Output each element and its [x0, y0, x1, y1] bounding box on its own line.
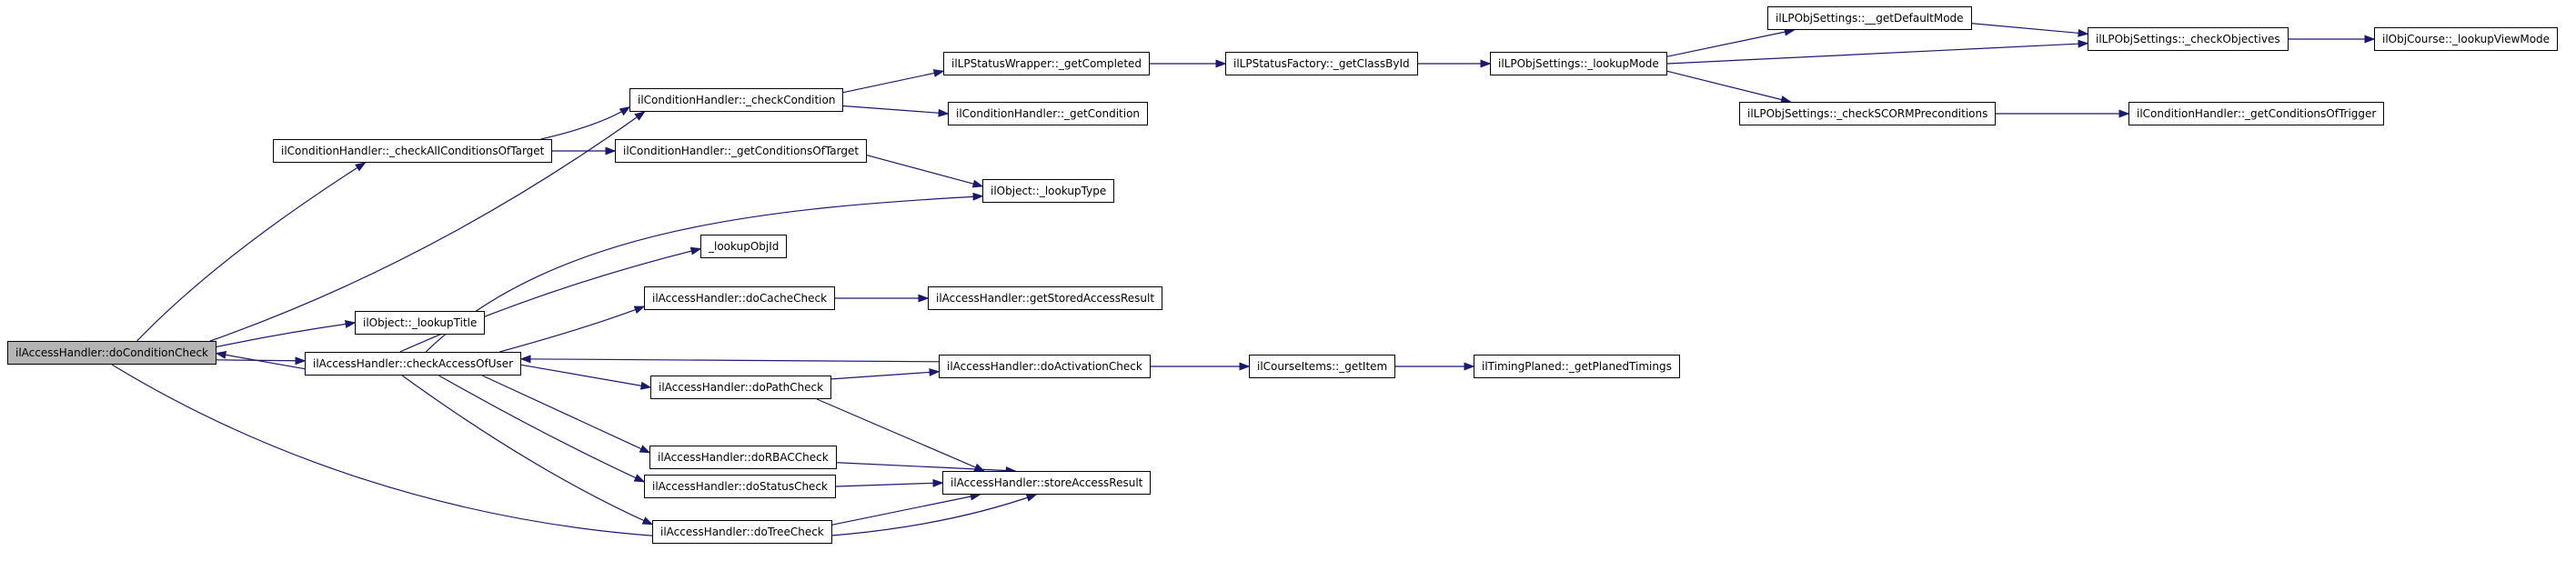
graph-node-gcond[interactable]: ilConditionHandler::_getCondition: [948, 102, 1149, 125]
graph-node-gdm[interactable]: ilLPObjSettings::__getDefaultMode: [1767, 6, 1972, 30]
edge-gdm-co: [1971, 23, 2089, 37]
graph-node-dcc[interactable]: ilAccessHandler::doConditionCheck: [7, 341, 217, 365]
graph-node-lt[interactable]: ilObject::_lookupType: [982, 179, 1115, 203]
graph-node-loi[interactable]: _lookupObjId: [700, 235, 788, 258]
edge-dcc-cc: [209, 111, 646, 342]
edge-rbac-store: [836, 462, 1017, 475]
graph-node-gcbi[interactable]: ilLPStatusFactory::_getClassById: [1225, 52, 1418, 75]
edge-status-store: [835, 478, 944, 487]
edge-dcc-store: [111, 364, 1038, 540]
graph-node-cache[interactable]: ilAccessHandler::doCacheCheck: [644, 286, 836, 310]
edge-cc-gcond: [842, 105, 950, 117]
edge-act-cau: [519, 355, 940, 364]
graph-node-gct[interactable]: ilConditionHandler::_getConditionsOfTrig…: [2128, 102, 2385, 125]
graph-node-tree[interactable]: ilAccessHandler::doTreeCheck: [652, 520, 832, 544]
graph-node-cact[interactable]: ilConditionHandler::_checkAllConditionsO…: [273, 139, 553, 163]
edge-lm-scorm: [1666, 70, 1792, 104]
graph-node-scorm[interactable]: ilLPObjSettings::_checkSCORMPrecondition…: [1739, 102, 1997, 125]
edge-cc-gcomp: [842, 69, 945, 94]
edge-cau-dcc: [215, 350, 306, 370]
edge-tree-store: [831, 492, 981, 526]
graph-node-rbac[interactable]: ilAccessHandler::doRBACCheck: [649, 446, 837, 469]
edge-cau-cache: [499, 306, 646, 353]
edge-lm-co: [1666, 39, 2089, 65]
edge-cau-loi: [399, 246, 702, 353]
graph-node-gsar[interactable]: ilAccessHandler::getStoredAccessResult: [928, 286, 1163, 310]
graph-node-cc[interactable]: ilConditionHandler::_checkCondition: [629, 88, 844, 112]
edge-cau-rbac: [481, 375, 651, 454]
graph-node-act[interactable]: ilAccessHandler::doActivationCheck: [939, 355, 1151, 378]
graph-node-lvm[interactable]: ilObjCourse::_lookupViewMode: [2374, 27, 2559, 51]
graph-node-lm[interactable]: ilLPObjSettings::_lookupMode: [1490, 52, 1667, 75]
edge-path-store: [816, 398, 986, 472]
graph-node-plan[interactable]: ilTimingPlaned::_getPlanedTimings: [1474, 355, 1680, 378]
edge-cau-status: [438, 375, 646, 483]
edge-cau-tree: [401, 375, 654, 526]
graph-node-status[interactable]: ilAccessHandler::doStatusCheck: [644, 475, 836, 498]
edge-cau-lt: [425, 192, 984, 353]
edge-cau-path: [520, 364, 652, 390]
graph-node-ltit[interactable]: ilObject::_lookupTitle: [355, 311, 486, 335]
graph-node-co[interactable]: ilLPObjSettings::_checkObjectives: [2088, 27, 2289, 51]
graph-node-gcot[interactable]: ilConditionHandler::_getConditionsOfTarg…: [615, 139, 868, 163]
edge-dcc-cau: [216, 356, 307, 366]
edge-cact-cc: [540, 105, 631, 140]
edge-gcot-lt: [866, 155, 984, 188]
graph-node-store[interactable]: ilAccessHandler::storeAccessResult: [942, 471, 1152, 495]
graph-node-path[interactable]: ilAccessHandler::doPathCheck: [650, 376, 832, 399]
edge-dcc-cact: [136, 162, 367, 342]
graph-node-cau[interactable]: ilAccessHandler::checkAccessOfUser: [305, 352, 522, 376]
edge-dcc-ltit: [216, 320, 357, 348]
edge-lm-gdm: [1666, 27, 1796, 57]
edge-path-act: [830, 367, 941, 380]
graph-node-gcomp[interactable]: ilLPStatusWrapper::_getCompleted: [943, 52, 1151, 75]
graph-node-item[interactable]: ilCourseItems::_getItem: [1249, 355, 1396, 378]
